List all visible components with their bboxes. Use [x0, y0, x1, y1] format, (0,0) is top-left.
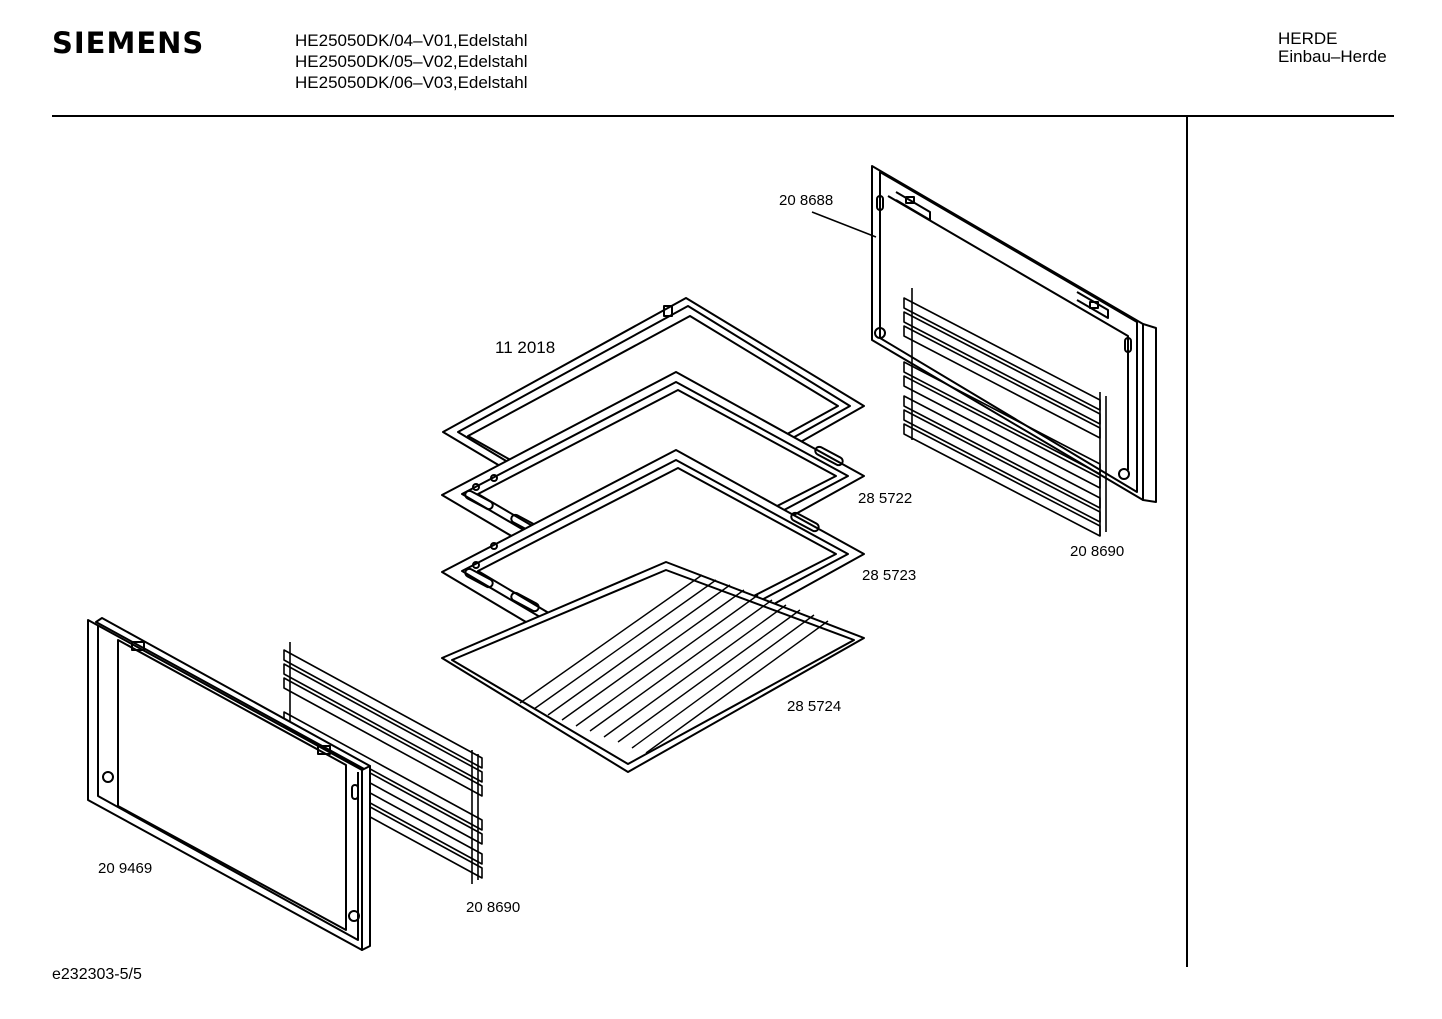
label-baking-tray: 11 2018 [495, 338, 556, 357]
subcategory-label: Einbau–Herde [1278, 47, 1387, 66]
leader-line [811, 211, 877, 238]
label-rear-frame: 20 8688 [779, 192, 834, 209]
model-line-2: HE25050DK/05–V02,Edelstahl [295, 52, 528, 71]
rear-frame-part [871, 165, 1157, 503]
drawing-code: e232303-5/5 [52, 966, 142, 983]
rack-part [441, 561, 865, 773]
model-line-3: HE25050DK/06–V03,Edelstahl [295, 73, 528, 92]
header-divider [52, 115, 1394, 117]
rail-right-part [903, 288, 1107, 537]
model-list: HE25050DK/04–V01,Edelstahl HE25050DK/05–… [295, 30, 528, 93]
brand-logo: SIEMENS [52, 26, 205, 60]
category-block: HERDE Einbau–Herde [1278, 30, 1387, 66]
category-label: HERDE [1278, 29, 1338, 48]
side-divider [1186, 117, 1188, 967]
label-front-frame: 20 9469 [98, 860, 153, 877]
label-rack: 28 5724 [787, 698, 842, 715]
front-frame-part [87, 617, 371, 951]
model-line-1: HE25050DK/04–V01,Edelstahl [295, 31, 528, 50]
label-tray-1: 28 5722 [858, 490, 913, 507]
label-tray-2: 28 5723 [862, 567, 917, 584]
label-rail-right: 20 8690 [1070, 543, 1125, 560]
label-rail-left: 20 8690 [466, 899, 521, 916]
